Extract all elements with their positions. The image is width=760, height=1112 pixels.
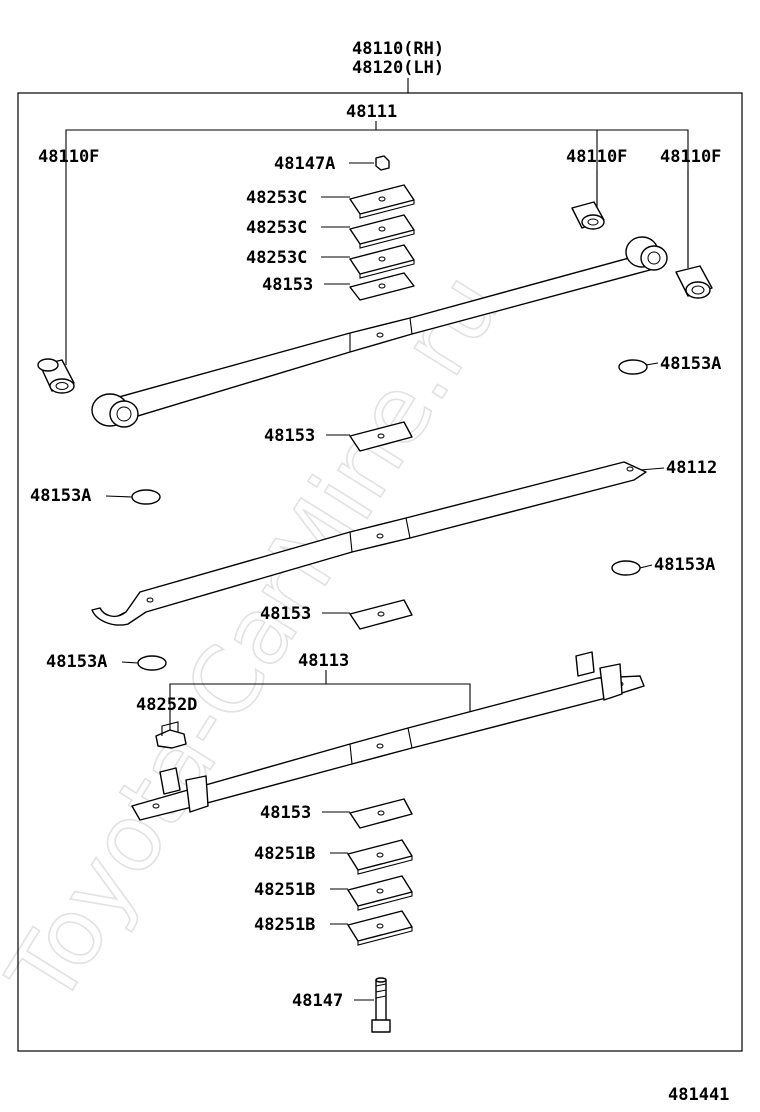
label-48147a[interactable]: 48147A [274,154,335,174]
shim-48251b-2 [347,875,413,911]
label-48147[interactable]: 48147 [292,991,343,1011]
figure-number: 481441 [668,1085,729,1105]
label-48251b-2[interactable]: 48251B [254,880,315,900]
bushing-right [675,265,713,299]
main-leaf-48111 [91,236,668,428]
label-48252d[interactable]: 48252D [136,695,197,715]
disc-48153a-right-2 [611,560,641,576]
label-48113[interactable]: 48113 [298,651,349,671]
nut-48147a [375,155,390,171]
label-48111[interactable]: 48111 [346,102,397,122]
shim-48253c-1 [349,184,415,219]
center-bolt-48147 [371,977,391,1033]
label-48153-4[interactable]: 48153 [260,803,311,823]
leader-48153a-right-1 [645,362,659,366]
label-48110f-mid[interactable]: 48110F [566,147,627,167]
shim-48253c-2 [349,214,415,249]
label-48253c-3[interactable]: 48253C [246,248,307,268]
label-48153a-right-2[interactable]: 48153A [654,555,715,575]
diagram-frame [17,92,743,1052]
label-48153a-left-2[interactable]: 48153A [46,652,107,672]
bracket-48113 [169,683,471,730]
liner-48153-1 [349,272,415,301]
label-48153-1[interactable]: 48153 [262,275,313,295]
clip-48252d [155,721,187,749]
label-48153-3[interactable]: 48153 [260,604,311,624]
label-48153-2[interactable]: 48153 [264,426,315,446]
liner-48153-4 [349,798,413,829]
label-48110f-left[interactable]: 48110F [38,147,99,167]
third-leaf-48113 [131,651,645,821]
label-48120-lh[interactable]: 48120(LH) [352,58,444,78]
shim-48251b-1 [347,839,413,875]
label-48253c-1[interactable]: 48253C [246,188,307,208]
disc-48153a-right-1 [618,359,648,375]
liner-48153-2 [349,421,413,452]
disc-48153a-left-2 [137,655,167,671]
label-48251b-1[interactable]: 48251B [254,844,315,864]
label-48153a-left-1[interactable]: 48153A [30,486,91,506]
second-leaf-48112 [91,461,647,626]
liner-48153-3 [349,599,413,630]
label-48112[interactable]: 48112 [666,458,717,478]
disc-48153a-left-1 [131,489,161,505]
label-48110-rh[interactable]: 48110(RH) [352,39,444,59]
label-48110f-right[interactable]: 48110F [660,147,721,167]
label-48251b-3[interactable]: 48251B [254,915,315,935]
leader-48153a-left-2 [121,661,139,664]
bushing-left [37,358,75,394]
label-48253c-2[interactable]: 48253C [246,218,307,238]
label-48153a-right-1[interactable]: 48153A [660,354,721,374]
leader-48112 [639,467,665,471]
shim-48253c-3 [349,244,415,279]
bushing-mid [571,201,605,230]
leader-48153a-left-1 [105,495,133,498]
shim-48251b-3 [347,910,413,946]
leader-48153a-right-2 [639,564,653,569]
